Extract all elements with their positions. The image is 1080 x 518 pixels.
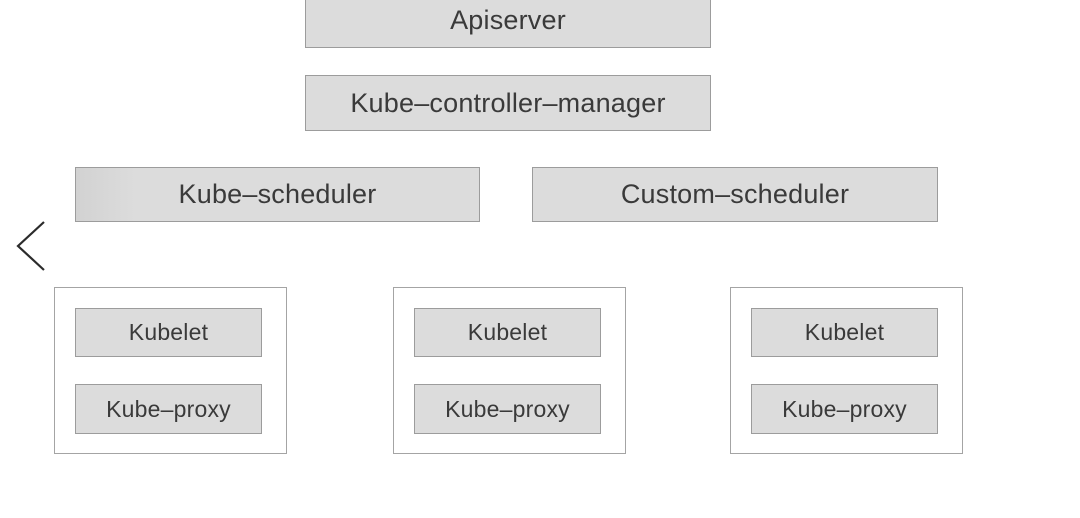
custom-scheduler-box: Custom–scheduler <box>532 167 938 222</box>
kubelet-label: Kubelet <box>128 319 209 345</box>
apiserver-label: Apiserver <box>450 4 566 35</box>
controller-manager-box: Kube–controller–manager <box>305 75 711 131</box>
custom-scheduler-label: Custom–scheduler <box>620 179 850 209</box>
back-button[interactable] <box>10 218 54 274</box>
kubelet-box: Kubelet <box>75 308 262 357</box>
kube-proxy-label: Kube–proxy <box>106 395 231 422</box>
chevron-left-icon <box>16 221 45 271</box>
kube-proxy-box: Kube–proxy <box>75 384 262 434</box>
kube-proxy-label: Kube–proxy <box>782 395 907 422</box>
controller-manager-label: Kube–controller–manager <box>350 87 666 118</box>
kubelet-box: Kubelet <box>414 308 601 357</box>
apiserver-box: Apiserver <box>305 0 711 48</box>
kube-scheduler-box: Kube–scheduler <box>75 167 480 222</box>
kubelet-label: Kubelet <box>467 319 548 345</box>
kube-proxy-box: Kube–proxy <box>751 384 938 434</box>
kube-proxy-box: Kube–proxy <box>414 384 601 434</box>
kubelet-box: Kubelet <box>751 308 938 357</box>
kubelet-label: Kubelet <box>804 319 885 345</box>
kube-scheduler-label: Kube–scheduler <box>178 179 377 209</box>
kube-proxy-label: Kube–proxy <box>445 395 570 422</box>
